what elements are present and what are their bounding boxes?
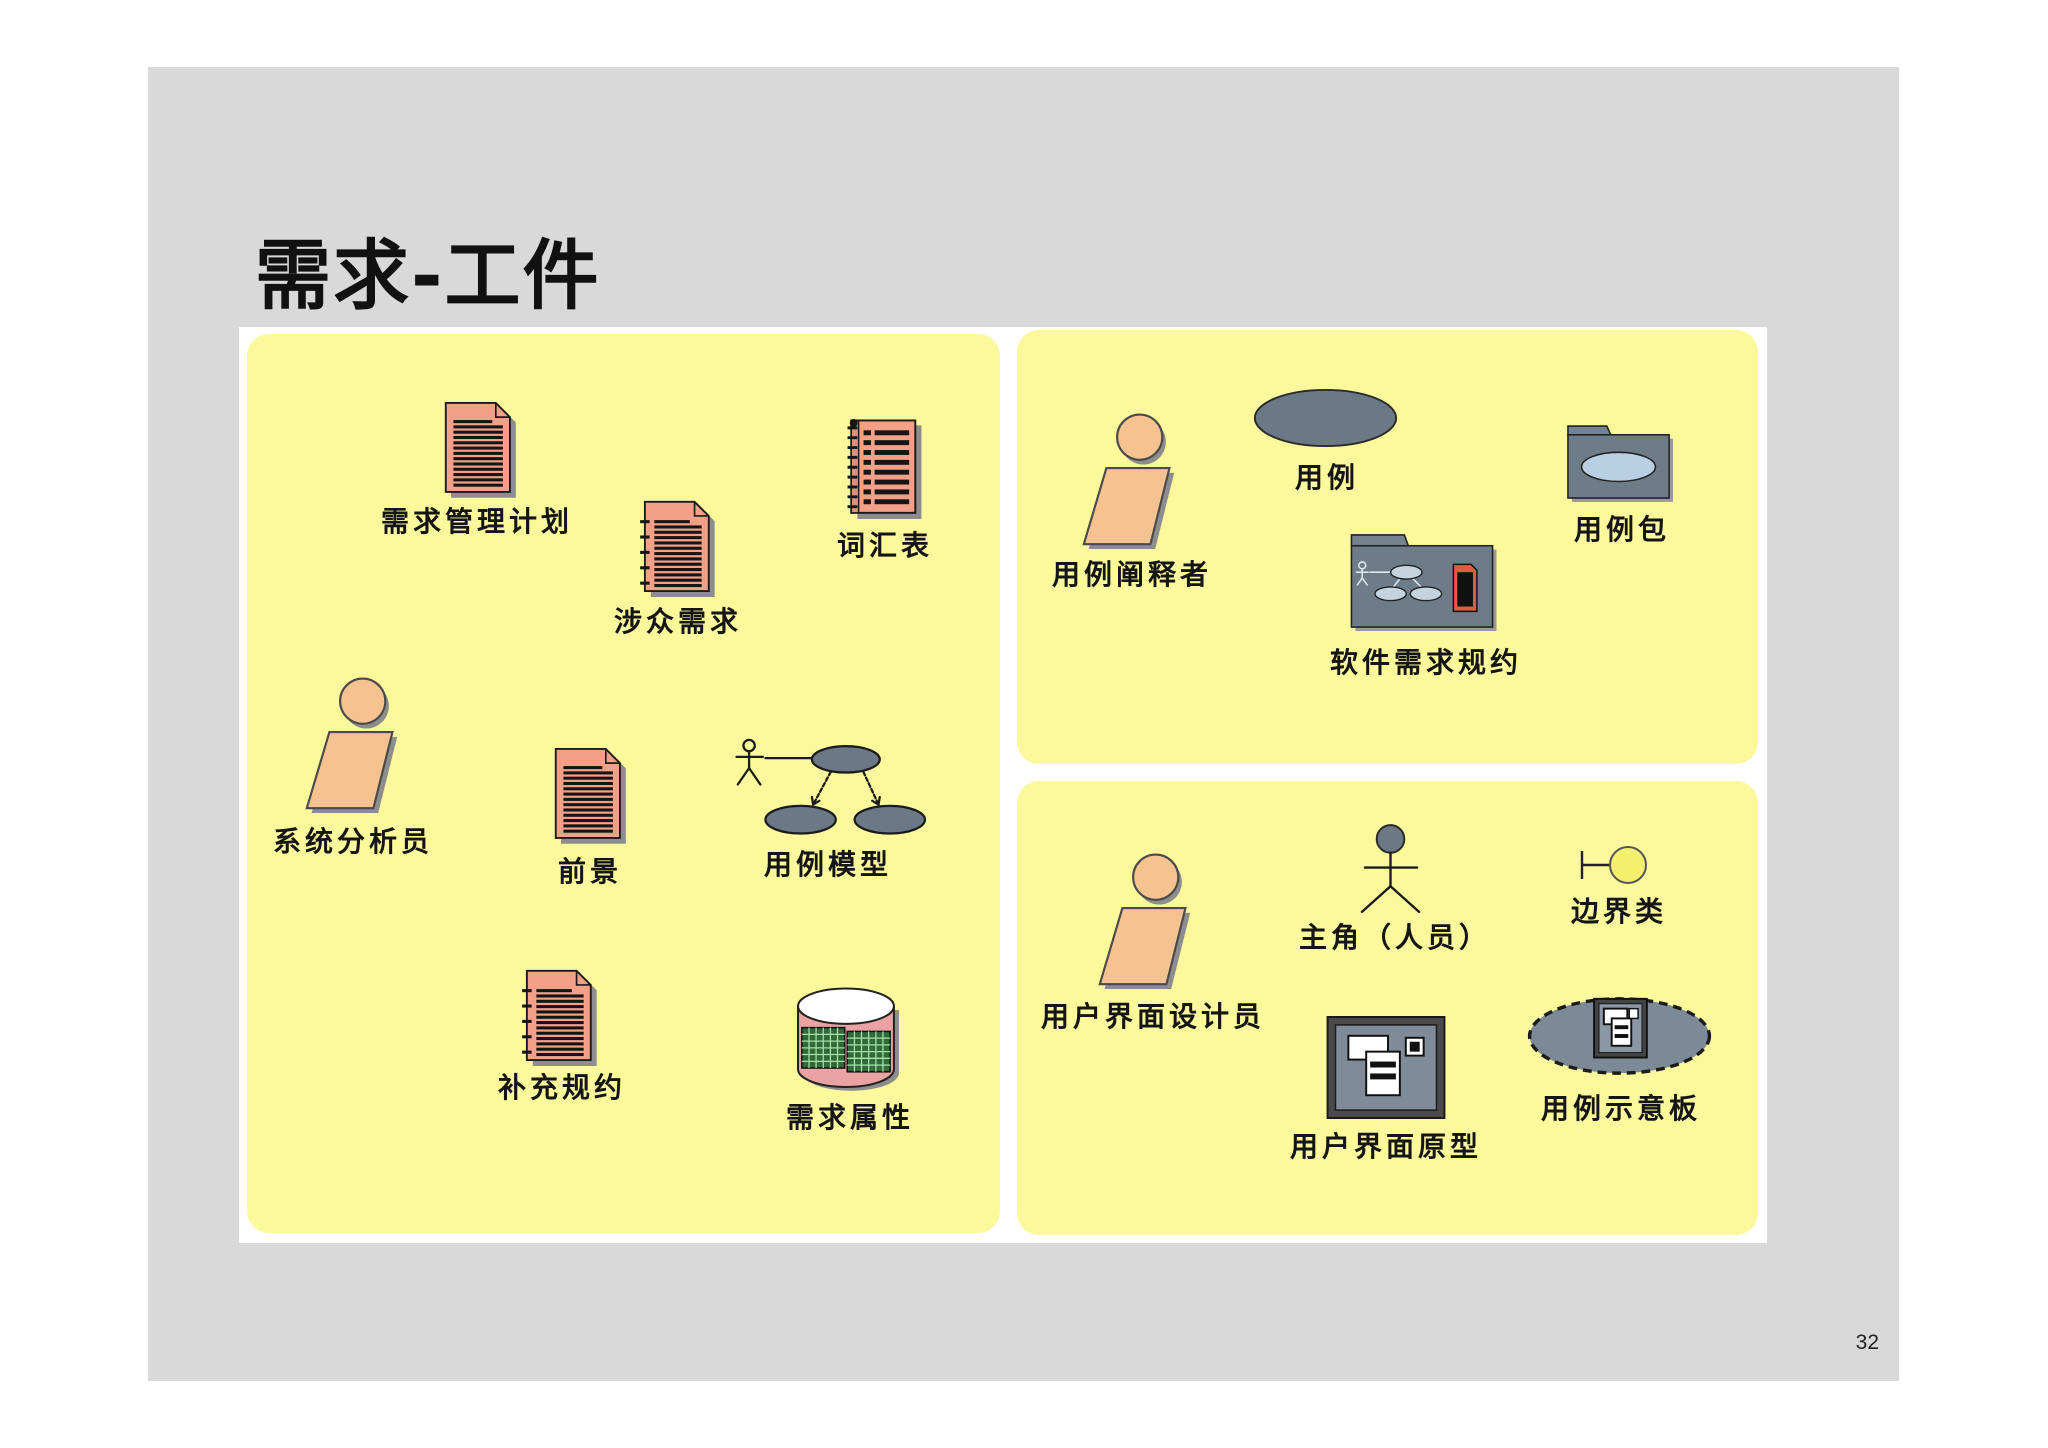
artifact-label: 用户界面原型 (1289, 1130, 1482, 1163)
artifact-label: 用例示意板 (1540, 1092, 1701, 1125)
artifact-label: 系统分析员 (272, 825, 433, 858)
boundary-class-icon (1578, 842, 1650, 888)
artifact-label: 用户界面设计员 (1040, 1000, 1265, 1033)
artifact-label: 用例阐释者 (1051, 558, 1212, 591)
slide-title: 需求-工件 (255, 231, 601, 320)
artifact-label: 需求属性 (785, 1101, 914, 1134)
artifact-label: 前景 (557, 855, 622, 888)
artifact-label: 用例包 (1573, 513, 1670, 546)
specification-package-icon (1348, 533, 1498, 631)
use-case-model-icon (729, 738, 930, 836)
artifact-label: 词汇表 (836, 529, 933, 562)
artifact-label: 软件需求规约 (1329, 646, 1522, 679)
storyboard-icon (1524, 993, 1715, 1079)
artifact-label: 补充规约 (497, 1071, 626, 1104)
glossary-icon (846, 418, 923, 519)
document-icon (554, 747, 627, 844)
artifact-label: 用例 (1294, 461, 1359, 494)
artifact-label: 需求管理计划 (380, 505, 573, 538)
actor-icon (1358, 823, 1423, 914)
artifact-label: 主角（人员） (1298, 921, 1491, 954)
worker-icon (1097, 851, 1193, 989)
worker-icon (304, 675, 400, 813)
ui-prototype-icon (1326, 1016, 1446, 1119)
artifact-label: 边界类 (1570, 895, 1667, 928)
package-icon (1566, 424, 1673, 502)
use-case-icon (1251, 388, 1400, 448)
document-icon (522, 969, 598, 1066)
document-icon (444, 401, 517, 498)
database-icon (794, 986, 903, 1092)
page-number: 32 (1855, 1331, 1879, 1354)
artifact-label: 用例模型 (763, 848, 892, 881)
artifact-label: 涉众需求 (613, 605, 742, 638)
document-icon (640, 500, 716, 597)
